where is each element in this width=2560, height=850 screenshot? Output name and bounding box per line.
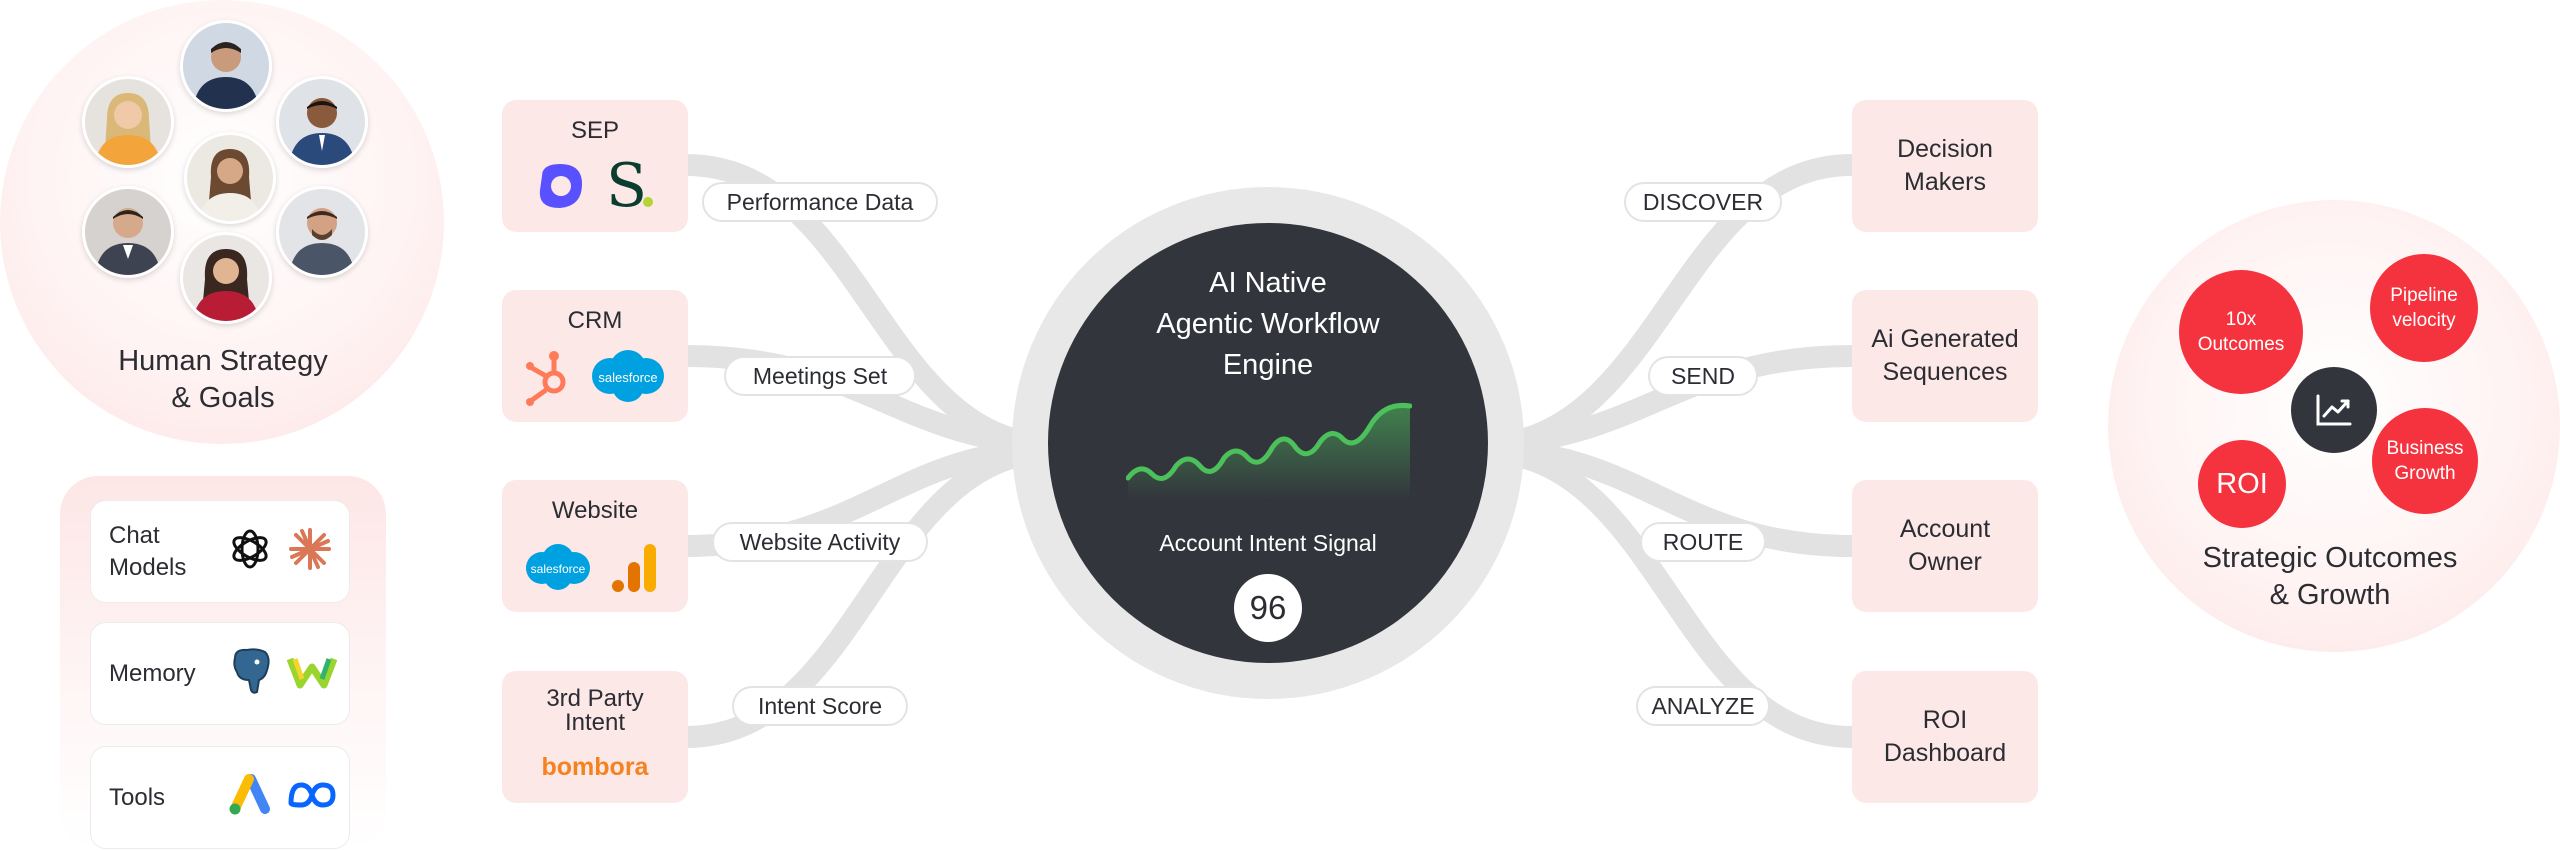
avatar-7 [180, 232, 272, 324]
tool-label: Chat Models [109, 521, 187, 581]
output-account-owner: Account Owner [1852, 480, 2038, 612]
source-box-crm: CRM salesforce [502, 290, 688, 422]
salesforce-icon: salesforce [586, 346, 670, 411]
salesforce-wordmark: salesforce [598, 370, 657, 385]
outcomes-title: Strategic Outcomes & Growth [2202, 542, 2458, 611]
connector-analyze [1475, 441, 1863, 748]
tool-card-tools: Tools [90, 746, 350, 849]
outreach-icon [532, 158, 588, 219]
avatar-4 [184, 132, 276, 224]
output-ai-sequences: Ai Generated Sequences [1852, 290, 2038, 422]
team-title: Human Strategy & Goals [118, 345, 328, 414]
intent-trend-sparkline [1126, 402, 1412, 500]
action-route: ROUTE [1640, 522, 1766, 562]
source-box-sep: SEP S [502, 100, 688, 232]
weaviate-icon [286, 651, 338, 696]
growth-chart-icon [2291, 367, 2377, 453]
tool-label: Tools [109, 783, 166, 811]
salesforce-icon: salesforce [520, 540, 596, 599]
tool-label: Memory [109, 659, 196, 687]
link-label-website-activity: Website Activity [712, 522, 928, 562]
claude-icon [287, 526, 333, 577]
source-title: CRM [567, 307, 623, 334]
outcome-bubble-pipeline: Pipeline velocity [2370, 254, 2478, 362]
google-analytics-icon [608, 540, 664, 601]
avatar-3 [276, 76, 368, 168]
link-label-performance-data: Performance Data [702, 182, 938, 222]
avatar-1 [180, 20, 272, 112]
salesloft-icon: S [604, 151, 660, 221]
avatar-2 [82, 76, 174, 168]
action-analyze: ANALYZE [1636, 686, 1770, 726]
tool-card-chat-models: Chat Models [90, 500, 350, 603]
outcome-bubble-10x: 10x Outcomes [2179, 270, 2303, 394]
action-discover: DISCOVER [1624, 182, 1782, 222]
source-title: SEP [570, 117, 620, 144]
svg-text:S: S [606, 154, 647, 214]
avatar-6 [276, 186, 368, 278]
postgres-icon [227, 646, 273, 701]
outcome-bubble-growth: Business Growth [2372, 408, 2478, 514]
connector-send [1475, 345, 1863, 456]
link-label-intent-score: Intent Score [732, 686, 908, 726]
bombora-logo: bombora [541, 753, 649, 781]
source-title: 3rd Party Intent [546, 685, 644, 736]
openai-icon [227, 526, 273, 577]
intent-score-badge: 96 [1234, 574, 1302, 642]
signal-label: Account Intent Signal [1159, 530, 1377, 556]
outcome-bubble-roi: ROI [2198, 440, 2286, 528]
hubspot-icon [522, 346, 578, 411]
engine-title: AI Native Agentic Workflow Engine [1156, 267, 1380, 381]
avatar-5 [82, 186, 174, 278]
google-ads-icon [227, 773, 273, 822]
source-box-intent: 3rd Party Intent bombora [502, 671, 688, 803]
output-roi-dashboard: ROI Dashboard [1852, 671, 2038, 803]
meta-icon [287, 779, 337, 816]
source-title: Website [551, 497, 639, 524]
salesforce-wordmark: salesforce [531, 562, 586, 576]
source-box-website: Website salesforce [502, 480, 688, 612]
output-decision-makers: Decision Makers [1852, 100, 2038, 232]
tool-card-memory: Memory [90, 622, 350, 725]
action-send: SEND [1648, 356, 1758, 396]
link-label-meetings-set: Meetings Set [724, 356, 916, 396]
